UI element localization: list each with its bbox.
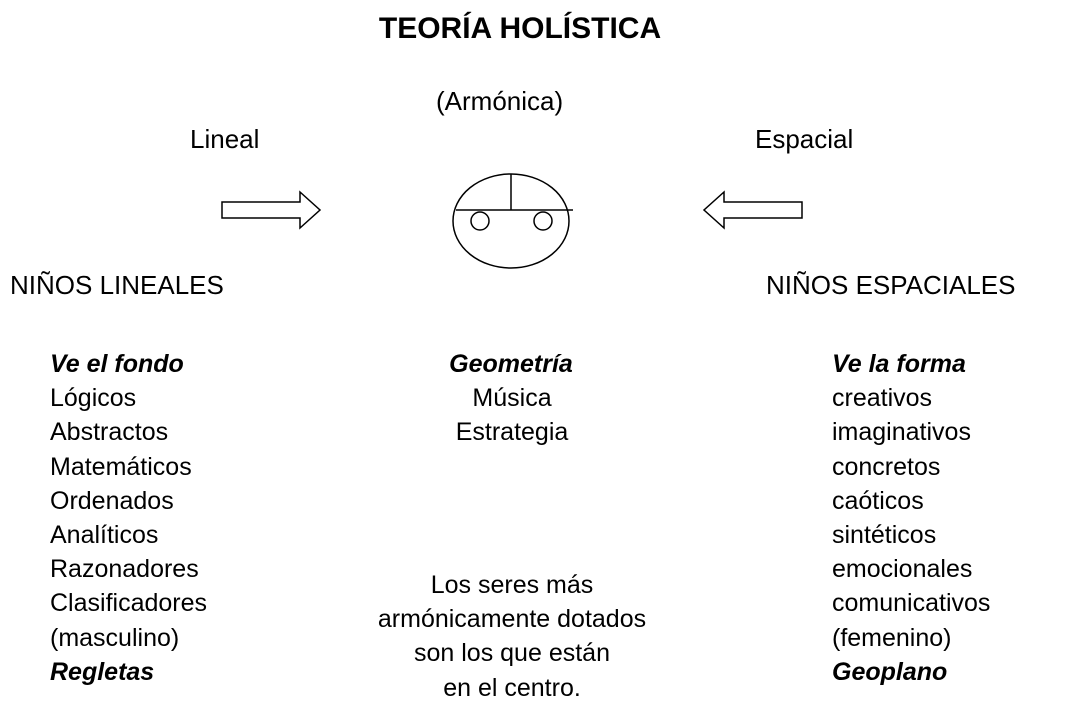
left-column-header: Ve el fondo — [50, 350, 184, 378]
left-column-item: Abstractos — [50, 418, 169, 447]
heading-ninos-lineales: NIÑOS LINEALES — [10, 270, 224, 300]
center-column: Geometría Música Estrategia — [312, 347, 712, 450]
arrow-left-icon — [702, 190, 803, 230]
right-column-item: emocionales — [832, 555, 973, 584]
center-note-line: armónicamente dotados — [377, 605, 647, 634]
center-note-line: en el centro. — [443, 673, 581, 702]
left-column: Ve el fondo Lógicos Abstractos Matemátic… — [50, 347, 207, 689]
center-column-header: Geometría — [449, 350, 573, 378]
right-column-item: creativos — [832, 384, 933, 413]
center-column-item: Música — [472, 384, 552, 413]
right-column-footer: Geoplano — [832, 657, 948, 686]
left-column-item: Ordenados — [50, 486, 174, 515]
left-column-item: Razonadores — [50, 555, 199, 584]
center-note-line: son los que están — [414, 639, 610, 668]
center-column-item: Estrategia — [455, 418, 569, 447]
right-eye — [533, 211, 553, 231]
label-armonica: (Armónica) — [436, 86, 564, 116]
left-column-item: Analíticos — [50, 521, 159, 550]
left-column-item: (masculino) — [50, 623, 180, 652]
arrow-right-icon — [221, 190, 322, 230]
label-espacial: Espacial — [755, 124, 854, 154]
diagram-title: TEORÍA HOLÍSTICA — [378, 12, 662, 45]
right-column-item: comunicativos — [832, 589, 991, 618]
right-column-item: (femenino) — [832, 623, 952, 652]
brain-face-icon — [452, 173, 573, 269]
label-lineal: Lineal — [190, 124, 260, 154]
left-eye — [470, 211, 490, 231]
right-column-item: sintéticos — [832, 521, 937, 550]
left-column-item: Matemáticos — [50, 452, 192, 481]
right-column-item: concretos — [832, 452, 941, 481]
center-note: Los seres más armónicamente dotados son … — [312, 568, 712, 705]
left-column-item: Lógicos — [50, 384, 137, 413]
heading-ninos-espaciales: NIÑOS ESPACIALES — [766, 270, 1016, 300]
left-column-footer: Regletas — [50, 657, 155, 686]
right-column-header: Ve la forma — [832, 350, 966, 378]
right-column: Ve la forma creativos imaginativos concr… — [832, 347, 990, 689]
right-column-item: imaginativos — [832, 418, 971, 447]
left-column-item: Clasificadores — [50, 589, 208, 618]
center-note-line: Los seres más — [430, 571, 594, 599]
right-column-item: caóticos — [832, 486, 924, 515]
